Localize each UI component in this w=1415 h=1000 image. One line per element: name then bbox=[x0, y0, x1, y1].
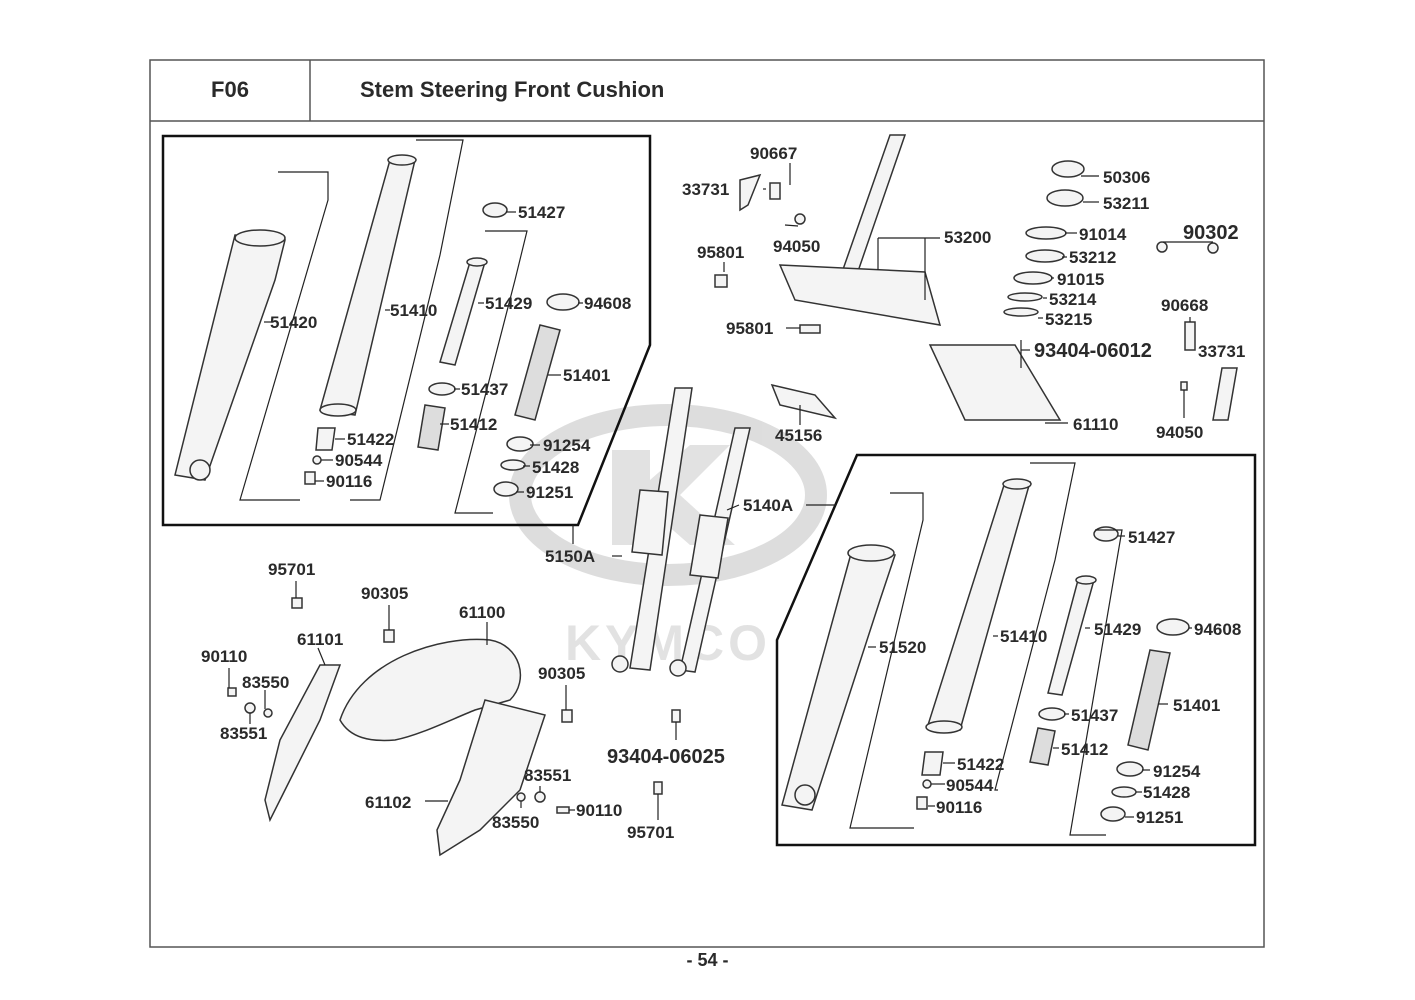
part-label: 51422 bbox=[347, 430, 394, 449]
part-label: 51410 bbox=[1000, 627, 1047, 646]
left-leader-lines bbox=[239, 139, 583, 514]
part-label: 5140A bbox=[743, 496, 793, 515]
part-label: 93404-06012 bbox=[1034, 340, 1152, 362]
fender-leaders bbox=[228, 581, 677, 820]
part-label: 50306 bbox=[1103, 168, 1150, 187]
part-label: 45156 bbox=[775, 426, 822, 445]
part-label: 94050 bbox=[1156, 423, 1203, 442]
part-label: 51412 bbox=[450, 415, 497, 434]
part-label: 53214 bbox=[1049, 290, 1097, 309]
part-label: 51427 bbox=[518, 203, 565, 222]
page-number: - 54 - bbox=[686, 950, 729, 970]
part-label: 94050 bbox=[773, 237, 820, 256]
part-label: 51428 bbox=[1143, 783, 1190, 802]
part-label: 95701 bbox=[268, 560, 315, 579]
part-label: 90305 bbox=[361, 584, 408, 603]
part-label: 90544 bbox=[335, 451, 383, 470]
part-label: 91254 bbox=[1153, 762, 1201, 781]
part-labels: 51420 51410 51427 51429 94608 51401 5143… bbox=[201, 144, 1245, 842]
part-label: 61110 bbox=[1073, 415, 1118, 434]
part-label: 95701 bbox=[627, 823, 674, 842]
part-label: 90305 bbox=[538, 664, 585, 683]
part-label: 51520 bbox=[879, 638, 926, 657]
part-label: 61100 bbox=[459, 603, 505, 622]
part-label: 51412 bbox=[1061, 740, 1108, 759]
part-label: 51429 bbox=[485, 294, 532, 313]
part-label: 90302 bbox=[1183, 222, 1239, 244]
part-label: 91251 bbox=[526, 483, 573, 502]
stem-leaders bbox=[723, 163, 1213, 425]
part-label: 83551 bbox=[220, 724, 267, 743]
part-label: 53200 bbox=[944, 228, 991, 247]
part-label: 51427 bbox=[1128, 528, 1175, 547]
page-title: Stem Steering Front Cushion bbox=[360, 77, 665, 102]
part-label: 5150A bbox=[545, 547, 595, 566]
part-label: 51437 bbox=[1071, 706, 1118, 725]
part-label: 95801 bbox=[697, 243, 744, 262]
part-label: 33731 bbox=[682, 180, 729, 199]
part-label: 51410 bbox=[390, 301, 437, 320]
part-label: 33731 bbox=[1198, 342, 1245, 361]
part-label: 90110 bbox=[201, 647, 247, 666]
stem-parts bbox=[714, 134, 1238, 421]
right-leader-lines bbox=[849, 462, 1192, 836]
fender-parts bbox=[227, 597, 681, 857]
part-label: 91254 bbox=[543, 436, 591, 455]
part-label: 90116 bbox=[936, 798, 982, 817]
part-label: 53212 bbox=[1069, 248, 1116, 267]
part-label: 51401 bbox=[1173, 696, 1220, 715]
part-label: 51422 bbox=[957, 755, 1004, 774]
part-label: 90544 bbox=[946, 776, 994, 795]
section-code: F06 bbox=[211, 77, 249, 102]
part-label: 83550 bbox=[492, 813, 539, 832]
part-label: 93404-06025 bbox=[607, 746, 725, 768]
part-label: 91015 bbox=[1057, 270, 1104, 289]
part-label: 51429 bbox=[1094, 620, 1141, 639]
part-label: 61101 bbox=[297, 630, 343, 649]
part-label: 53211 bbox=[1103, 194, 1149, 213]
part-label: 90110 bbox=[576, 801, 622, 820]
part-label: 51420 bbox=[270, 313, 317, 332]
fork-assembly-parts bbox=[611, 387, 751, 677]
part-label: 51428 bbox=[532, 458, 579, 477]
part-label: 51401 bbox=[563, 366, 610, 385]
part-label: 90667 bbox=[750, 144, 797, 163]
part-label: 95801 bbox=[726, 319, 773, 338]
part-label: 94608 bbox=[1194, 620, 1241, 639]
part-label: 94608 bbox=[584, 294, 631, 313]
part-label: 61102 bbox=[365, 793, 411, 812]
right-fork-parts bbox=[781, 478, 1190, 822]
part-label: 91251 bbox=[1136, 808, 1183, 827]
part-label: 90116 bbox=[326, 472, 372, 491]
part-label: 53215 bbox=[1045, 310, 1092, 329]
part-label: 90668 bbox=[1161, 296, 1208, 315]
left-fork-parts bbox=[174, 154, 580, 497]
part-label: 51437 bbox=[461, 380, 508, 399]
fork-assembly-leaders bbox=[572, 504, 836, 557]
part-label: 83550 bbox=[242, 673, 289, 692]
part-label: 83551 bbox=[524, 766, 571, 785]
part-label: 91014 bbox=[1079, 225, 1127, 244]
svg-text:KYMCO: KYMCO bbox=[565, 615, 771, 671]
